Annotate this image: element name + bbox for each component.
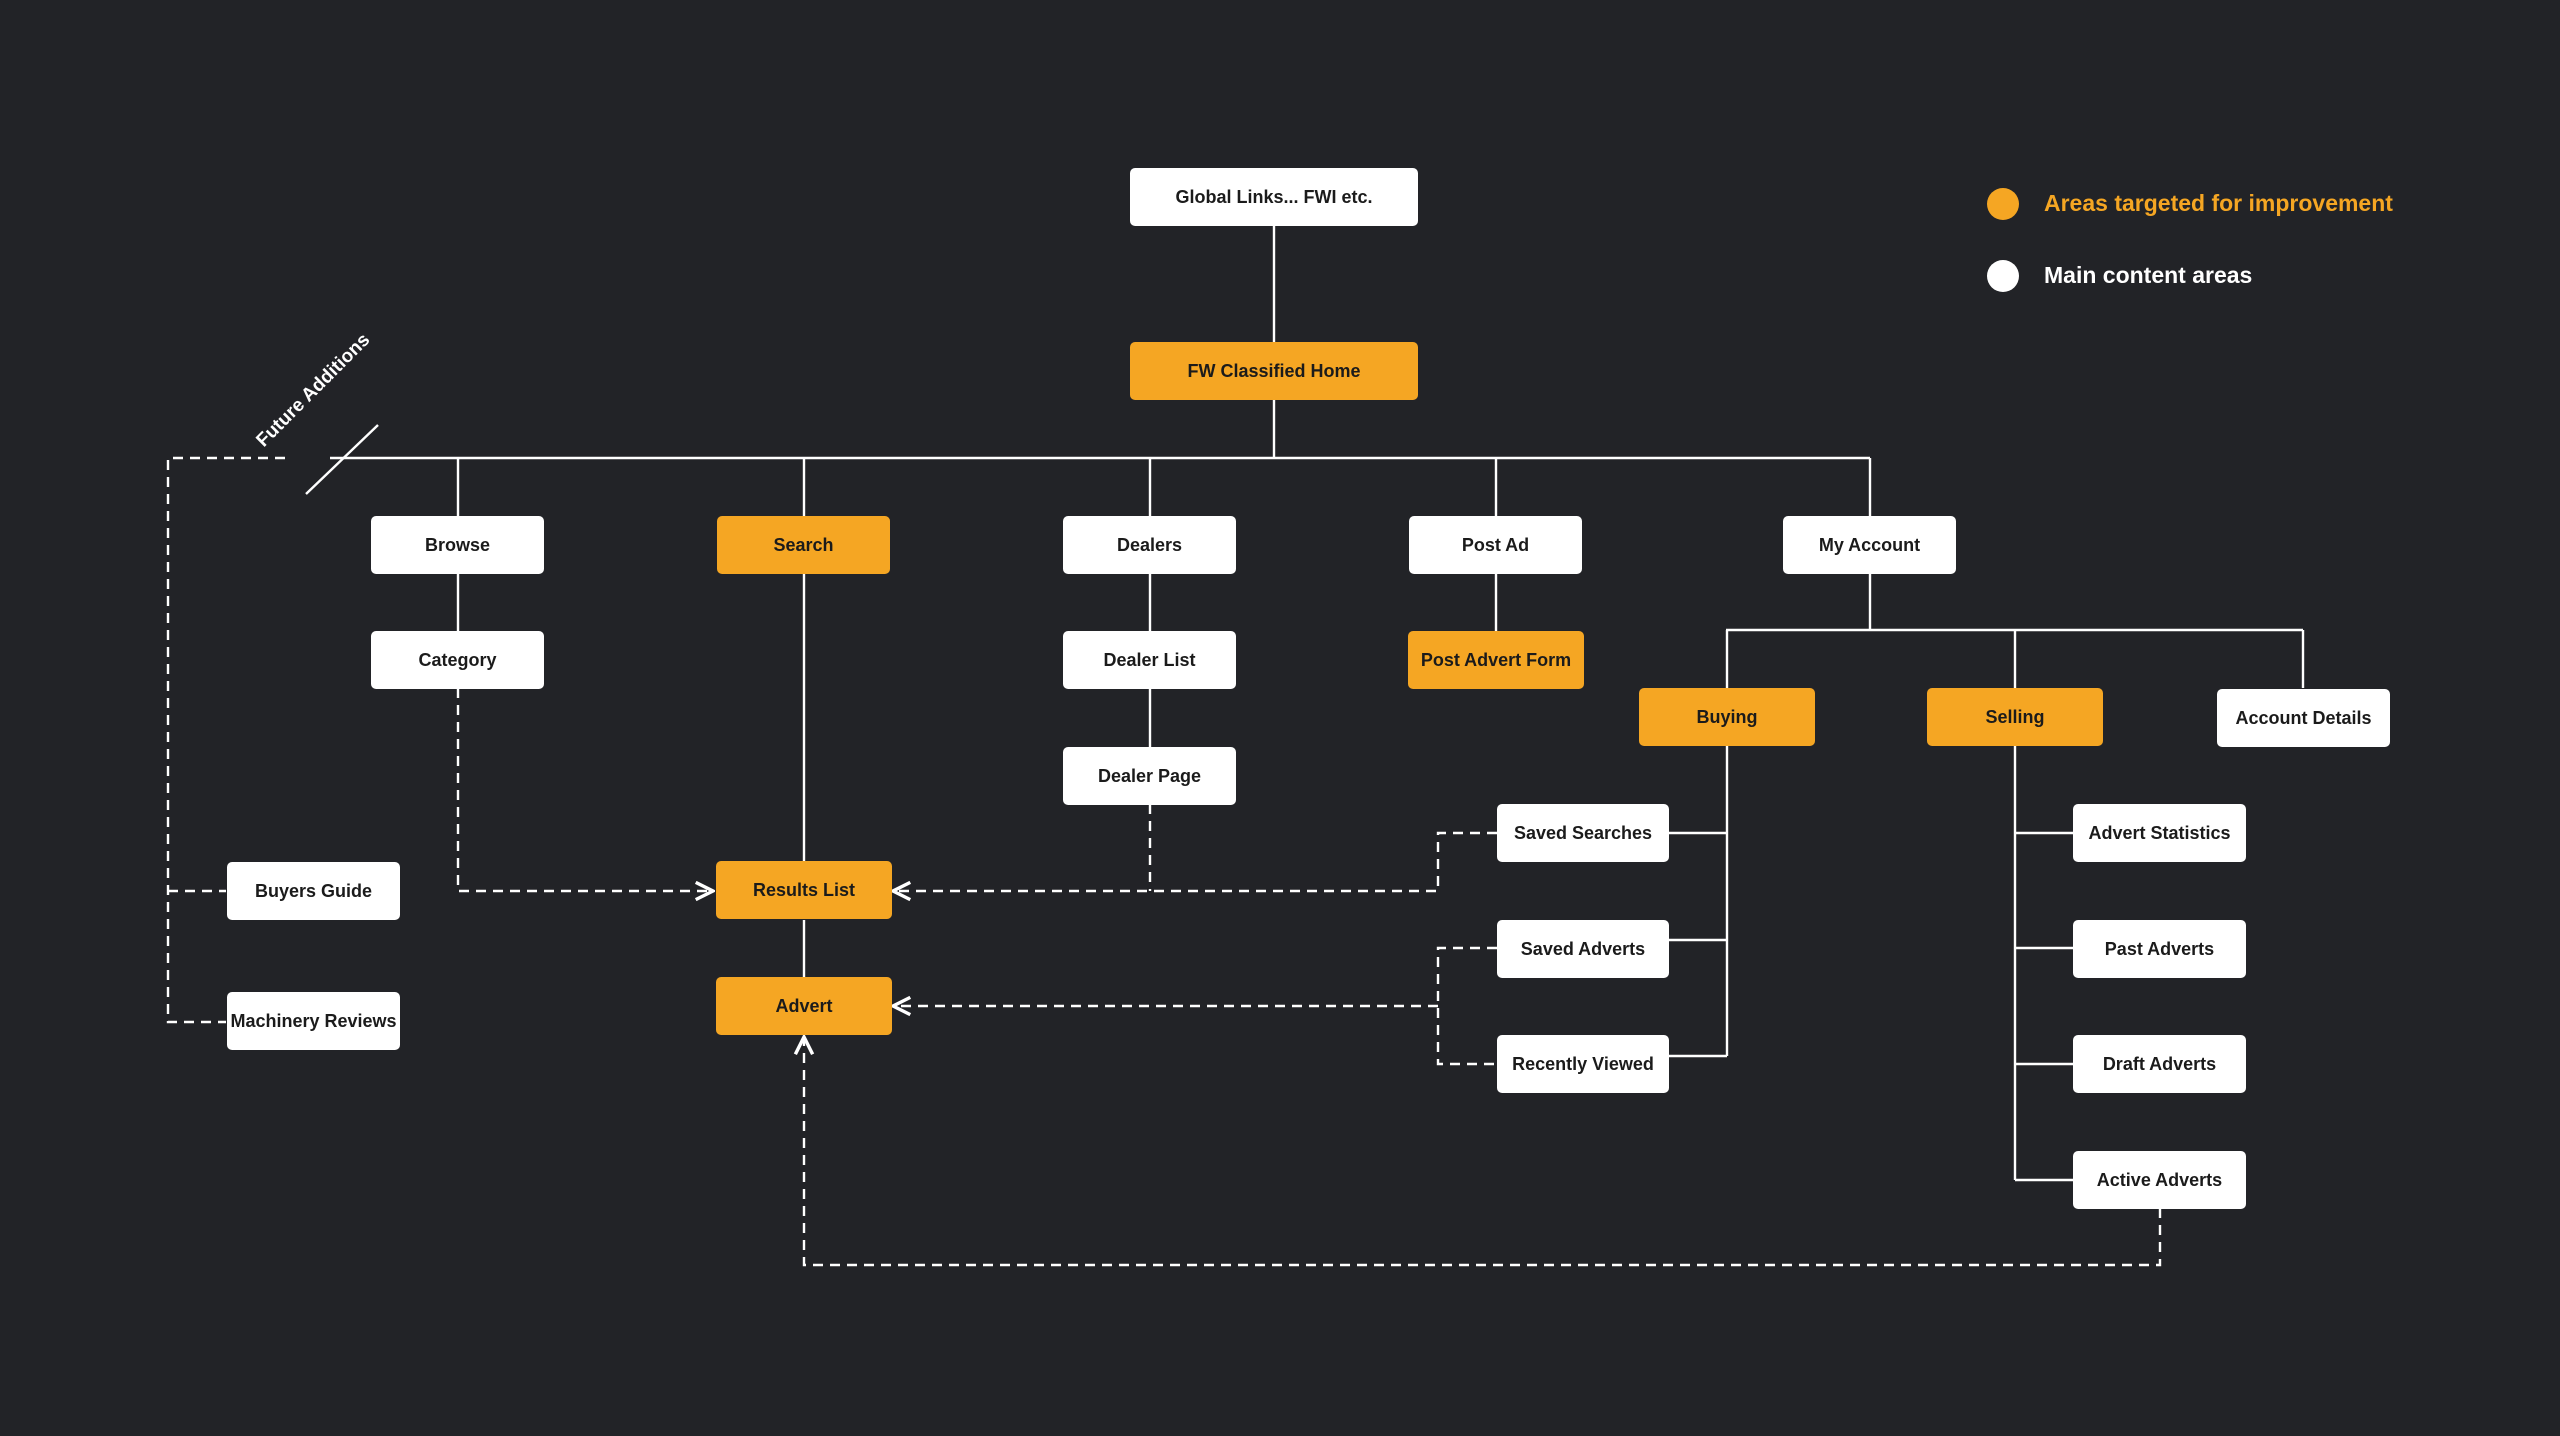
node-my-account[interactable]: My Account: [1783, 516, 1956, 574]
node-recently-viewed[interactable]: Recently Viewed: [1497, 1035, 1669, 1093]
legend-main-dot: [1987, 260, 2019, 292]
node-saved-searches[interactable]: Saved Searches: [1497, 804, 1669, 862]
legend-improvement-label: Areas targeted for improvement: [2044, 190, 2393, 216]
node-category[interactable]: Category: [371, 631, 544, 689]
node-buyers-guide[interactable]: Buyers Guide: [227, 862, 400, 920]
category-to-results: [456, 688, 713, 891]
node-dealers[interactable]: Dealers: [1063, 516, 1236, 574]
node-machinery-reviews[interactable]: Machinery Reviews: [227, 992, 400, 1050]
node-account-details[interactable]: Account Details: [2217, 689, 2390, 747]
legend-improvement-dot: [1987, 188, 2019, 220]
node-post-advert-form[interactable]: Post Advert Form: [1408, 631, 1584, 689]
future-link: [166, 456, 285, 1024]
node-advert-statistics[interactable]: Advert Statistics: [2073, 804, 2246, 862]
node-saved-adverts[interactable]: Saved Adverts: [1497, 920, 1669, 978]
activeadverts-to-advert: [804, 1037, 2162, 1267]
node-post-ad[interactable]: Post Ad: [1409, 516, 1582, 574]
node-global-links[interactable]: Global Links... FWI etc.: [1130, 168, 1418, 226]
node-draft-adverts[interactable]: Draft Adverts: [2073, 1035, 2246, 1093]
node-selling[interactable]: Selling: [1927, 688, 2103, 746]
future-additions-slash: [305, 424, 379, 495]
legend-main-label: Main content areas: [2044, 262, 2253, 288]
node-home[interactable]: FW Classified Home: [1130, 342, 1418, 400]
node-active-adverts[interactable]: Active Adverts: [2073, 1151, 2246, 1209]
node-results-list[interactable]: Results List: [716, 861, 892, 919]
node-search[interactable]: Search: [717, 516, 890, 574]
node-dealer-page[interactable]: Dealer Page: [1063, 747, 1236, 805]
node-dealer-list[interactable]: Dealer List: [1063, 631, 1236, 689]
savedadverts-to-advert: [1436, 946, 1497, 1066]
node-past-adverts[interactable]: Past Adverts: [2073, 920, 2246, 978]
node-browse[interactable]: Browse: [371, 516, 544, 574]
savedsearches-to-results: [893, 831, 1497, 891]
node-advert[interactable]: Advert: [716, 977, 892, 1035]
node-buying[interactable]: Buying: [1639, 688, 1815, 746]
